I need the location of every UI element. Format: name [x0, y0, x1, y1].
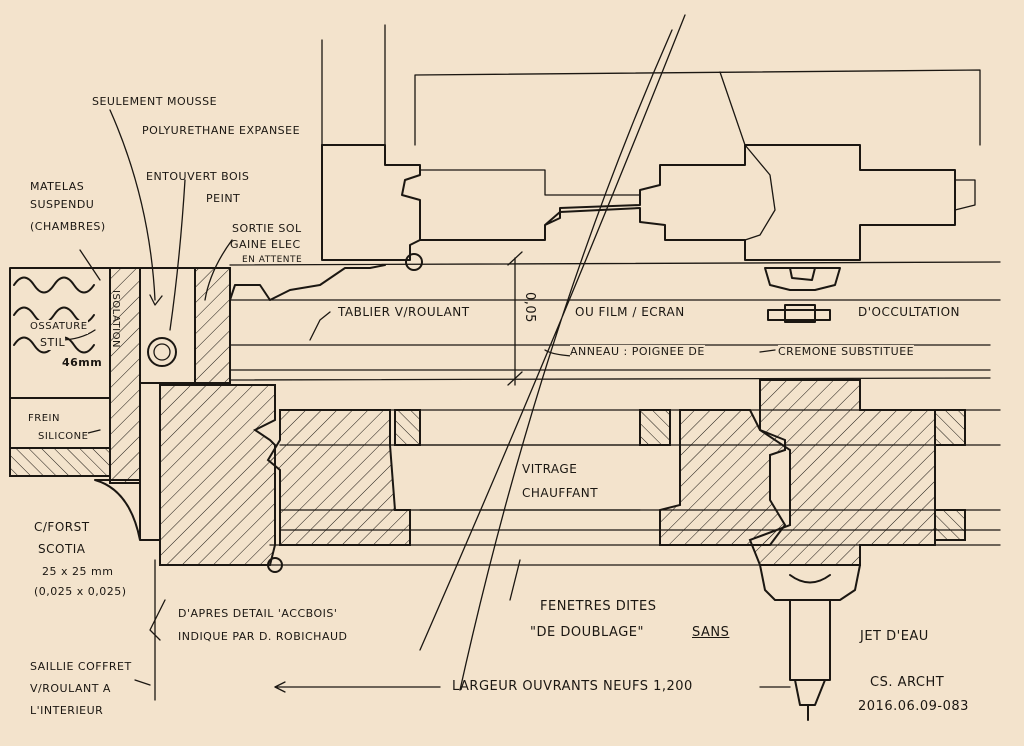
leader-arrow	[759, 349, 776, 353]
note-peint: PEINT	[206, 192, 241, 205]
leader-arrow	[509, 559, 521, 601]
note-de-doublage: "DE DOUBLAGE"	[530, 625, 644, 640]
note-ossature: OSSATURE	[30, 320, 88, 334]
dimension-vertical-label: 0,05	[522, 292, 537, 323]
frame-line	[719, 71, 746, 146]
note-isolation: ISOLATION	[110, 290, 121, 348]
note-tablier: TABLIER V/ROULANT	[338, 305, 470, 319]
leader-arrow	[204, 239, 233, 301]
note-scotia: SCOTIA	[38, 542, 86, 556]
date-code: 2016.06.09-083	[858, 699, 969, 714]
upper-sash-detail	[419, 144, 976, 241]
upper-frame-outline	[414, 69, 981, 146]
note-entouvert: ENTOUVERT BOIS	[146, 170, 250, 183]
dimension-tick	[507, 371, 523, 386]
note-jet-deau: JET D'EAU	[860, 629, 929, 644]
note-cremone: CREMONE SUBSTITUEE	[778, 345, 915, 359]
molding-profile	[229, 264, 386, 301]
note-anneau: ANNEAU : POIGNEE DE	[570, 345, 705, 359]
leader-arrow	[79, 249, 101, 281]
shutter-hardware	[764, 267, 841, 323]
dimension-tick	[507, 251, 523, 266]
signature: CS. ARCHT	[870, 675, 945, 690]
note-scotia-dims: 25 x 25 mm	[42, 565, 114, 578]
note-silicone: SILICONE	[38, 430, 89, 444]
insulation-hatch	[109, 267, 141, 484]
note-frein: FREIN	[28, 412, 60, 426]
note-occultation: D'OCCULTATION	[858, 305, 961, 319]
guide-line	[229, 261, 1001, 266]
cable-conduit	[147, 337, 177, 367]
leader-arrow	[149, 599, 166, 641]
note-sans: SANS	[692, 625, 730, 640]
leader-arrow	[169, 179, 186, 331]
upper-sash-profile	[321, 144, 956, 261]
note-stil-dim: 46mm	[62, 356, 103, 370]
dimension-width-label: LARGEUR OUVRANTS NEUFS 1,200	[452, 679, 693, 694]
lower-left-frame	[159, 384, 276, 566]
glazing-bead-right-low	[934, 509, 966, 541]
glazing-bead-left	[394, 409, 421, 446]
glazing-bead-right	[934, 409, 966, 446]
leader-arrow	[109, 109, 163, 306]
floor-finish-hatch	[9, 447, 111, 477]
lower-hardware	[759, 564, 861, 721]
note-stil: STIL	[40, 336, 66, 350]
note-gaine-elec: GAINE ELEC	[230, 238, 301, 251]
note-en-attente: EN ATTENTE	[242, 255, 303, 265]
note-scotia-dims-m: (0,025 x 0,025)	[34, 585, 127, 598]
upper-left-block	[321, 144, 421, 261]
leader-arrow	[309, 311, 331, 341]
note-dapres: D'APRES DETAIL 'ACCBOIS'	[178, 607, 338, 620]
cable-conduit-inner	[153, 343, 171, 361]
note-sortie-sol: SORTIE SOL	[232, 222, 302, 235]
trim-hatch	[194, 267, 231, 384]
note-indique: INDIQUE PAR D. ROBICHAUD	[178, 630, 348, 643]
scotia-trim	[94, 479, 161, 541]
pivot-circle	[405, 253, 423, 271]
dimension-arrow	[274, 681, 286, 693]
note-seulement-mousse: SEULEMENT MOUSSE	[92, 95, 218, 108]
lower-sash-right	[748, 379, 936, 566]
leader-arrow	[134, 679, 151, 686]
glazing-bead-mid	[639, 409, 671, 446]
note-saillie-3: L'INTERIEUR	[30, 704, 104, 717]
note-matelas: MATELAS	[30, 180, 85, 193]
note-chauffant: CHAUFFANT	[522, 486, 599, 500]
lower-sash-left	[266, 409, 411, 546]
break-line	[419, 14, 686, 691]
note-fenetres: FENETRES DITES	[540, 599, 657, 614]
lower-pivot	[267, 557, 283, 573]
note-ou-film: OU FILM / ECRAN	[575, 305, 685, 319]
note-saillie-1: SAILLIE COFFRET	[30, 660, 132, 673]
note-vitrage: VITRAGE	[522, 462, 578, 476]
note-suspendu: SUSPENDU	[30, 198, 95, 211]
guide-line	[229, 377, 991, 381]
note-cforst: C/FORST	[34, 520, 90, 534]
note-polyurethane: POLYURETHANE EXPANSEE	[142, 124, 301, 137]
note-saillie-2: V/ROULANT A	[30, 682, 111, 695]
note-chambres: (CHAMBRES)	[30, 220, 106, 233]
